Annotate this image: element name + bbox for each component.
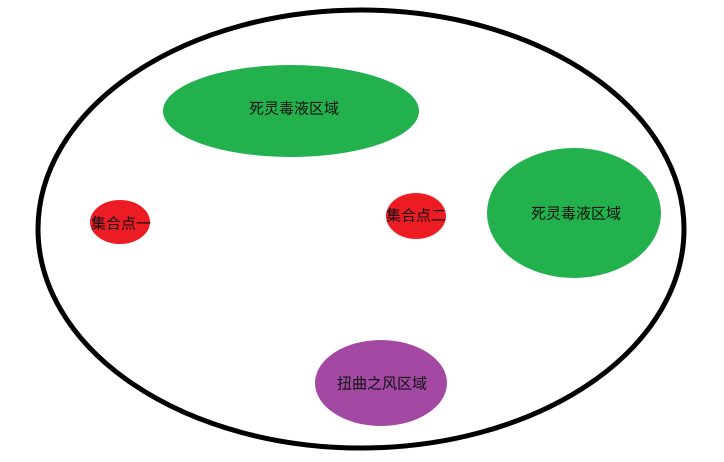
rally-point-2: 集合点二 xyxy=(386,193,446,239)
wind-zone-label: 扭曲之风区域 xyxy=(337,375,427,393)
poison-zone-top-shape xyxy=(163,65,419,157)
poison-zone-right-shape xyxy=(487,148,661,278)
poison-zone-top: 死灵毒液区域 xyxy=(163,65,419,157)
rally-point-1: 集合点一 xyxy=(90,200,151,244)
arena-boundary xyxy=(35,7,687,451)
rally-point-2-marker xyxy=(386,193,446,239)
wind-zone-shape xyxy=(315,340,447,426)
rally-point-1-marker xyxy=(90,200,150,244)
rally-point-1-label: 集合点一 xyxy=(91,215,151,233)
poison-zone-right: 死灵毒液区域 xyxy=(487,148,661,278)
wind-zone: 扭曲之风区域 xyxy=(315,340,447,426)
poison-zone-right-label: 死灵毒液区域 xyxy=(531,205,621,223)
rally-point-2-label: 集合点二 xyxy=(386,207,446,225)
poison-zone-top-label: 死灵毒液区域 xyxy=(249,100,339,118)
